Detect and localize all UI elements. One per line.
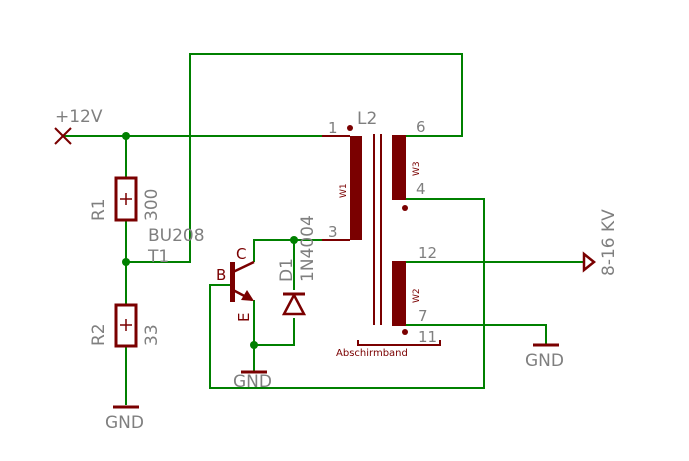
transistor-part: BU208	[148, 226, 205, 246]
transformer-l2: 1 3 W1 L2 6 4 W3 12 7 11 W2 Abschirmband	[322, 109, 441, 359]
transformer-name: L2	[357, 109, 377, 129]
transistor-t1: BU208 T1 B C E	[147, 226, 255, 322]
r1-value: 300	[142, 189, 162, 221]
r1-name: R1	[89, 198, 109, 221]
wire-base-loop	[209, 198, 485, 389]
node-emitter	[250, 341, 258, 349]
wire-w2-gnd	[406, 324, 547, 345]
ground-output: GND	[525, 343, 564, 371]
w3-pin-bottom: 4	[416, 180, 426, 198]
wires	[64, 53, 584, 405]
supply-label: +12V	[55, 107, 103, 127]
w2-pin-shield: 11	[418, 328, 437, 346]
diode-name: D1	[277, 258, 297, 282]
ground-r2: GND	[105, 405, 144, 433]
output-arrow	[582, 251, 597, 273]
shield-label: Abschirmband	[336, 348, 408, 359]
node-divider	[122, 258, 130, 266]
r2-name: R2	[89, 323, 109, 346]
ground-label-2: GND	[233, 372, 272, 392]
wire-collector	[253, 239, 350, 262]
w3-pin-top: 6	[416, 118, 426, 136]
resistor-r1: R1 300	[89, 176, 162, 222]
ground-emitter: GND	[233, 370, 272, 392]
w1-pin-top: 1	[328, 119, 338, 137]
w1-label: W1	[339, 183, 349, 198]
winding-w1	[350, 136, 362, 240]
node-collector	[290, 236, 298, 244]
r2-value: 33	[142, 324, 162, 346]
junction-nodes	[122, 132, 298, 349]
w2-pin-bottom: 7	[418, 307, 428, 325]
output-terminal: 8-16 KV	[582, 209, 619, 276]
wire-diode-bottom	[254, 318, 295, 346]
ground-label-3: GND	[525, 351, 564, 371]
transistor-emitter-label: E	[235, 313, 253, 322]
winding-w3	[392, 136, 406, 199]
supply-terminal: +12V	[54, 107, 103, 145]
shield-band	[357, 340, 441, 346]
w2-pin-top: 12	[418, 244, 437, 262]
ground-label-1: GND	[105, 413, 144, 433]
transistor-name: T1	[147, 247, 169, 267]
transistor-base-label: B	[216, 266, 226, 284]
resistor-r2: R2 33	[89, 303, 162, 348]
winding-w2	[392, 262, 406, 325]
w2-label: W2	[412, 288, 422, 303]
output-label: 8-16 KV	[599, 209, 619, 276]
w1-pin-bottom: 3	[328, 223, 338, 241]
diode-d1: D1 1N4004	[277, 215, 318, 316]
w3-label: W3	[412, 161, 422, 176]
diode-part: 1N4004	[298, 215, 318, 282]
node-supply	[122, 132, 130, 140]
wire-feedback-w3	[126, 53, 463, 263]
transistor-collector-label: C	[236, 245, 246, 263]
